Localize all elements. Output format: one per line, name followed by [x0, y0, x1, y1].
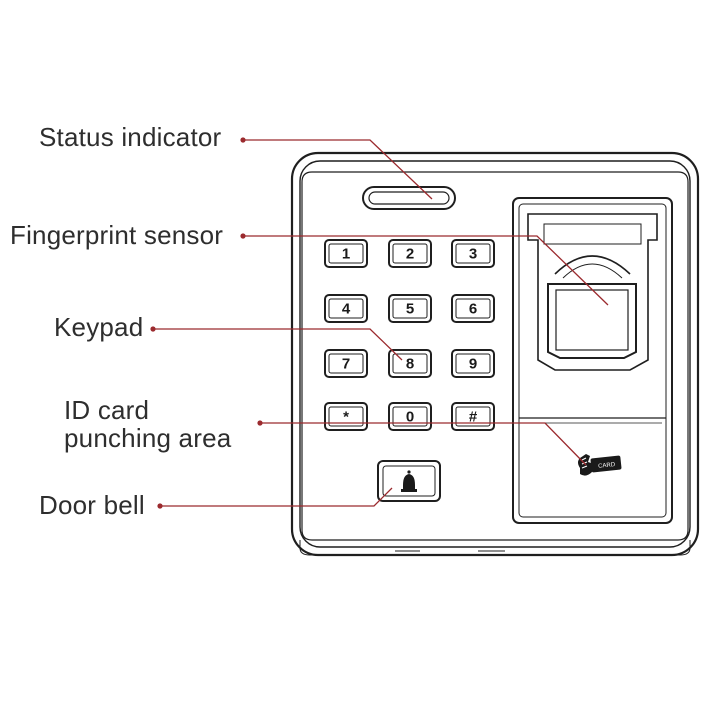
keypad-key-0: 0: [388, 402, 432, 431]
keypad-key-4: 4: [324, 294, 368, 323]
card-label: CARD: [598, 462, 616, 470]
label-id-card-area: ID card punching area: [64, 396, 231, 452]
bell-icon: [401, 470, 417, 492]
keypad-key-3: 3: [451, 239, 495, 268]
leader-status-indicator: [243, 139, 433, 200]
keypad-key-9: 9: [451, 349, 495, 378]
keypad-key-label: 8: [406, 356, 414, 373]
label-fingerprint-sensor: Fingerprint sensor: [10, 220, 224, 250]
keypad-key-label: 1: [342, 246, 350, 263]
leader-fingerprint-sensor: [243, 235, 609, 306]
keypad-key-label: 6: [469, 301, 477, 318]
card-hand-icon: CARD: [578, 454, 622, 476]
door-bell-button: [377, 460, 441, 502]
keypad-key-1: 1: [324, 239, 368, 268]
keypad-key-label: 3: [469, 246, 477, 263]
keypad-key-label: 5: [406, 301, 414, 318]
label-keypad: Keypad: [54, 312, 144, 342]
keypad-key-5: 5: [388, 294, 432, 323]
keypad-key-label: 0: [406, 409, 414, 426]
status-indicator-slot: [362, 186, 456, 210]
keypad-key-label: 7: [342, 356, 350, 373]
leader-lines: [150, 137, 609, 509]
leader-keypad: [153, 328, 403, 361]
keypad-key-label: 4: [342, 301, 351, 318]
fingerprint-sensor-window: [547, 283, 637, 359]
keypad-key-2: 2: [388, 239, 432, 268]
keypad-key-star: *: [324, 402, 368, 431]
leader-id-card: [260, 422, 587, 466]
keypad-key-7: 7: [324, 349, 368, 378]
leader-id-card-dot: [257, 420, 263, 426]
keypad-key-label: *: [343, 409, 349, 426]
leader-door-bell: [160, 487, 393, 507]
keypad-key-label: 9: [469, 356, 477, 373]
keypad-key-6: 6: [451, 294, 495, 323]
label-id-card-line2: punching area: [64, 423, 232, 453]
leader-status-dot: [240, 137, 246, 143]
fingerprint-module: [512, 197, 673, 524]
keypad-key-label: 2: [406, 246, 414, 263]
label-door-bell: Door bell: [39, 490, 145, 520]
label-id-card-line1: ID card: [64, 395, 150, 425]
leader-door-bell-dot: [157, 503, 163, 509]
leader-fingerprint-dot: [240, 233, 246, 239]
keypad-grid: 1 2 3 4 5 6 7 8 9 * 0 #: [324, 239, 495, 431]
leader-keypad-dot: [150, 326, 156, 332]
keypad-key-label: #: [469, 409, 478, 426]
keypad-key-hash: #: [451, 402, 495, 431]
label-status-indicator: Status indicator: [39, 122, 222, 152]
